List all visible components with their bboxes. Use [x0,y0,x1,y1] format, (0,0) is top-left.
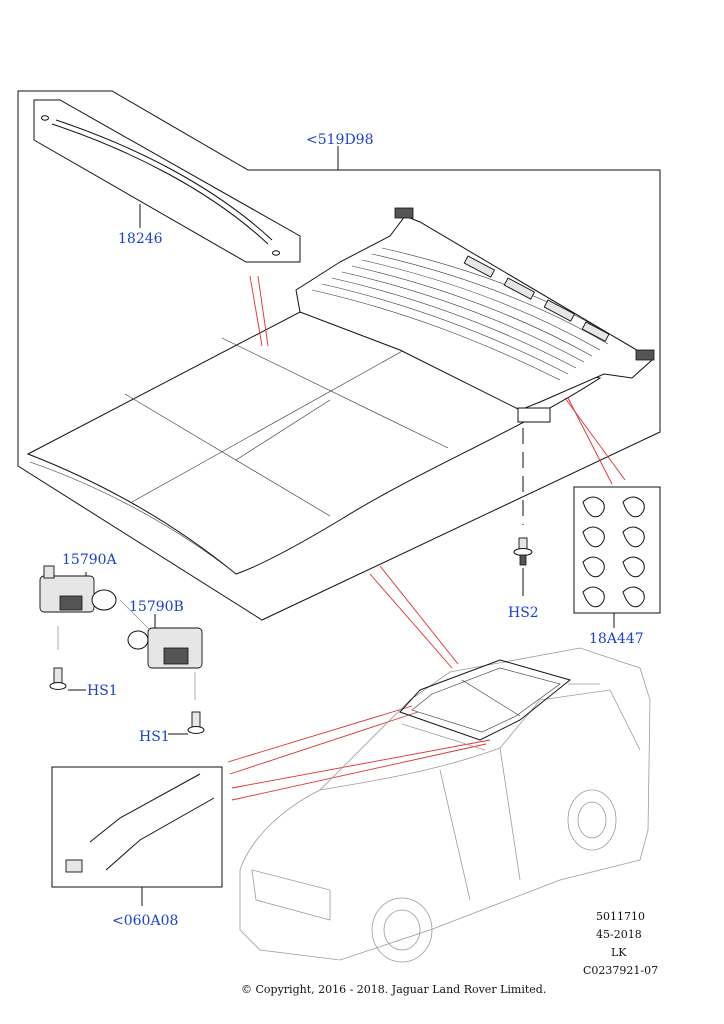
frame-slat-4 [351,265,593,357]
drain-tube-2 [105,797,215,871]
kit-frame [17,90,661,621]
vehicle-roof-opening [399,659,572,741]
frame-slat-3 [341,271,585,363]
headliner-seam-4 [235,399,331,461]
vehicle-outline [239,647,651,963]
label-hs1-a[interactable]: HS1 [87,683,118,699]
frame-mount [517,407,551,423]
frame-slat-6 [371,253,609,345]
frame-slot-2 [503,277,536,300]
frame-slot-1 [463,255,496,278]
frame-slat-2 [331,277,577,369]
motor-a [39,565,117,650]
drain-tube-group [51,766,223,906]
headliner-seam-1 [124,393,331,517]
headliner-seam-3 [131,343,416,503]
hs1-screw-a [49,667,86,691]
motor-link-leader [119,599,151,631]
frame-rail [311,289,561,381]
frame-bracket-a [394,207,414,219]
sunroof-kit-group [17,90,661,621]
drain-tube-frame [51,766,223,888]
frame-slat-1 [321,283,569,375]
label-motor-b[interactable]: 15790B [129,599,184,615]
red-leader-10 [231,743,487,801]
ref-line-3: LK [611,946,627,959]
drain-tube-1 [89,773,201,843]
label-clip-kit[interactable]: 18A447 [589,631,644,647]
frame-slat-5 [361,259,601,351]
seal-strip-end-a [41,115,49,121]
frame-bracket-b [635,349,655,361]
red-leader-1 [249,275,263,347]
hs2-screw [513,537,533,596]
frame-slot-4 [581,321,610,342]
label-motor-a[interactable]: 15790A [62,552,118,568]
label-kit[interactable]: <519D98 [306,132,374,148]
red-leader-9 [231,739,491,789]
copyright: © Copyright, 2016 - 2018. Jaguar Land Ro… [241,983,546,996]
headliner-front-edge [29,461,237,575]
red-leader-8 [229,711,419,775]
red-leader-6 [379,565,459,665]
seal-strip-end-b [272,250,280,256]
clip-kit-group [573,486,661,628]
red-leader-4 [564,397,626,481]
label-seal-strip[interactable]: 18246 [118,231,163,247]
seal-strip-frame [33,99,301,263]
red-leader-7 [227,705,413,763]
hs1-screw-b [168,711,205,735]
ref-line-1: 5011710 [596,910,645,923]
frame-slot-3 [543,299,576,322]
clip-kit-frame [573,486,661,614]
headliner-seam-2 [221,337,449,449]
seal-strip-edge [55,119,273,241]
drain-tube-clip [65,859,83,873]
label-hs1-b[interactable]: HS1 [139,729,170,745]
label-drain-tube[interactable]: <060A08 [112,913,178,929]
seal-strip [51,123,269,245]
ref-line-2: 45-2018 [596,928,642,941]
red-leader-2 [257,275,269,347]
motor-b [127,614,203,700]
red-leader-5 [369,573,453,669]
ref-line-4: C0237921-07 [583,964,658,977]
label-hs2[interactable]: HS2 [508,605,539,621]
